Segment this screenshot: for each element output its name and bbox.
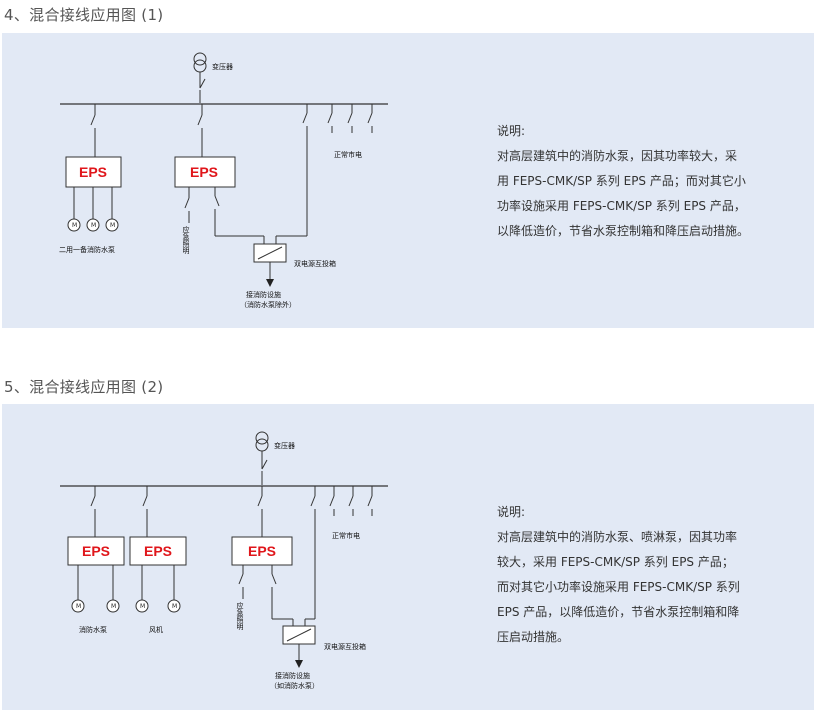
motor-2-icon <box>86 218 100 232</box>
notes-line: 用 FEPS-CMK/SP 系列 EPS 产品；而对其它小 <box>497 174 746 188</box>
notes-line: 对高层建筑中的消防水泵，因其功率较大，采 <box>497 149 738 163</box>
motor-1-icon <box>67 218 81 232</box>
transformer-label: 变压器 <box>212 62 233 71</box>
motor-2-icon <box>106 599 120 613</box>
section2-notes: 说明: 对高层建筑中的消防水泵、喷淋泵，因其功率 较大，采用 FEPS-CMK/… <box>497 500 740 650</box>
transformer-label: 变压器 <box>274 441 295 450</box>
notes-line: 而对其它小功率设施采用 FEPS-CMK/SP 系列 <box>497 580 740 594</box>
lighting-label: 应急照明 <box>236 601 244 631</box>
fire-label-line1: 接消防设施 <box>246 290 281 299</box>
notes-line: 压启动措施。 <box>497 630 570 644</box>
notes-line: 较大，采用 FEPS-CMK/SP 系列 EPS 产品； <box>497 555 734 569</box>
fire-label-line2: （如消防水泵） <box>270 681 319 690</box>
motor-4-icon <box>167 599 181 613</box>
eps-label-2: EPS <box>190 164 218 180</box>
motor-label: M <box>72 222 77 229</box>
fan-label: 风机 <box>149 625 163 634</box>
switchbox-label: 双电源互投箱 <box>294 259 336 268</box>
notes-line: EPS 产品，以降低造价，节省水泵控制箱和降 <box>497 605 740 619</box>
notes-title: 说明: <box>497 124 526 138</box>
eps-label-2: EPS <box>144 543 172 559</box>
notes-title: 说明: <box>497 505 526 519</box>
section2-panel: 变压器 EPS EPS EPS M M M M 消防水泵 风机 正常市电 应急照… <box>2 404 814 710</box>
lighting-label: 应急照明 <box>182 225 190 255</box>
eps-box-2 <box>129 536 187 566</box>
notes-line: 对高层建筑中的消防水泵、喷淋泵，因其功率 <box>497 530 738 544</box>
eps-box-1 <box>67 536 125 566</box>
section1-notes: 说明: 对高层建筑中的消防水泵，因其功率较大，采 用 FEPS-CMK/SP 系… <box>497 119 749 244</box>
section1-panel: 变压器 EPS EPS M M M 二用一备消防水泵 正常市电 应急照明 双电源… <box>2 33 814 328</box>
arrow-down-icon <box>295 660 303 668</box>
fire-label-line1: 接消防设施 <box>275 671 310 680</box>
section2-heading: 5、混合接线应用图 (2) <box>4 378 164 396</box>
section1-heading: 4、混合接线应用图 (1) <box>4 6 164 24</box>
section1-diagram: 变压器 EPS EPS M M M 二用一备消防水泵 正常市电 应急照明 双电源… <box>59 52 388 309</box>
mains-label: 正常市电 <box>332 531 360 540</box>
motor-3-icon <box>105 218 119 232</box>
pumps-label: 消防水泵 <box>79 625 107 634</box>
mains-label: 正常市电 <box>334 150 362 159</box>
motor-label: M <box>172 603 177 610</box>
section2-diagram: 变压器 EPS EPS EPS M M M M 消防水泵 风机 正常市电 应急照… <box>60 431 388 690</box>
eps-label-1: EPS <box>82 543 110 559</box>
pumps-label: 二用一备消防水泵 <box>59 245 115 254</box>
notes-line: 以降低造价，节省水泵控制箱和降压启动措施。 <box>497 224 750 238</box>
switchbox-label: 双电源互投箱 <box>324 642 366 651</box>
motor-label: M <box>111 603 116 610</box>
motor-1-icon <box>71 599 85 613</box>
transformer-coil-top <box>193 52 207 66</box>
eps-label-1: EPS <box>79 164 107 180</box>
eps-label-3: EPS <box>248 543 276 559</box>
motor-label: M <box>76 603 81 610</box>
notes-line: 功率设施采用 FEPS-CMK/SP 系列 EPS 产品， <box>497 199 746 213</box>
motor-label: M <box>91 222 96 229</box>
transformer-coil-bottom <box>193 59 207 73</box>
arrow-down-icon <box>266 279 274 287</box>
eps-box-2 <box>174 156 236 188</box>
motor-label: M <box>110 222 115 229</box>
fire-label-line2: （消防水泵除外） <box>240 300 296 309</box>
eps-box-3 <box>231 536 293 566</box>
motor-3-icon <box>135 599 149 613</box>
motor-label: M <box>140 603 145 610</box>
